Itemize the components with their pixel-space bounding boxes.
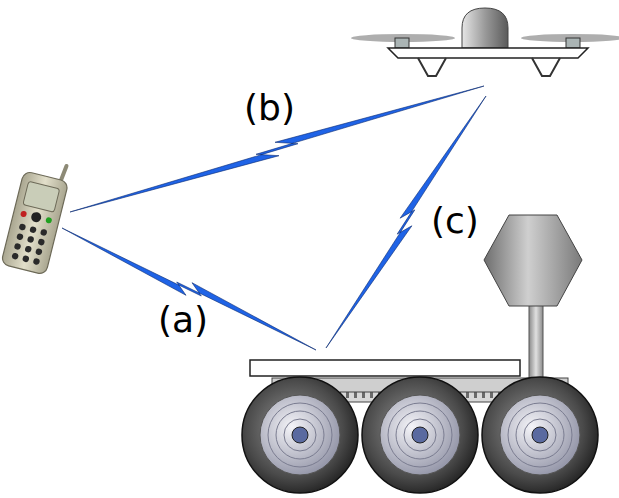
- rim-ring: [404, 419, 436, 451]
- rim-ring: [516, 411, 564, 459]
- rim-ring: [524, 419, 556, 451]
- wheel-rim: [260, 395, 340, 475]
- phone-key: [40, 229, 48, 237]
- phone-key: [29, 226, 37, 234]
- phone-key: [22, 255, 30, 263]
- rover: [242, 215, 598, 493]
- link-label: (c): [431, 203, 479, 239]
- drone: [351, 8, 619, 76]
- phone-key: [11, 252, 19, 260]
- rim-ring: [268, 403, 332, 467]
- rim-ring: [388, 403, 452, 467]
- wheel: [362, 377, 478, 493]
- phone-key: [16, 233, 24, 241]
- rim-ring: [284, 419, 316, 451]
- mobile-phone: [1, 156, 72, 275]
- wheel-hub: [532, 427, 548, 443]
- phone-key: [24, 245, 32, 253]
- radio-links: [62, 86, 486, 350]
- phone-key: [14, 243, 22, 251]
- wheel-hub: [412, 427, 428, 443]
- rim-ring: [276, 411, 324, 459]
- link-label: (b): [244, 90, 295, 126]
- radio-link: [62, 228, 316, 350]
- link-label: (a): [158, 302, 208, 338]
- phone-key: [37, 238, 45, 246]
- rim-ring: [396, 411, 444, 459]
- phone-key: [33, 258, 41, 266]
- phone-key: [19, 223, 27, 231]
- radio-link: [326, 96, 486, 348]
- rim-ring: [508, 403, 572, 467]
- wheel: [482, 377, 598, 493]
- wheel: [242, 377, 358, 493]
- wheel-rim: [500, 395, 580, 475]
- phone-key: [27, 236, 35, 244]
- phone-key: [35, 248, 43, 256]
- wheel-rim: [380, 395, 460, 475]
- wheel-hub: [292, 427, 308, 443]
